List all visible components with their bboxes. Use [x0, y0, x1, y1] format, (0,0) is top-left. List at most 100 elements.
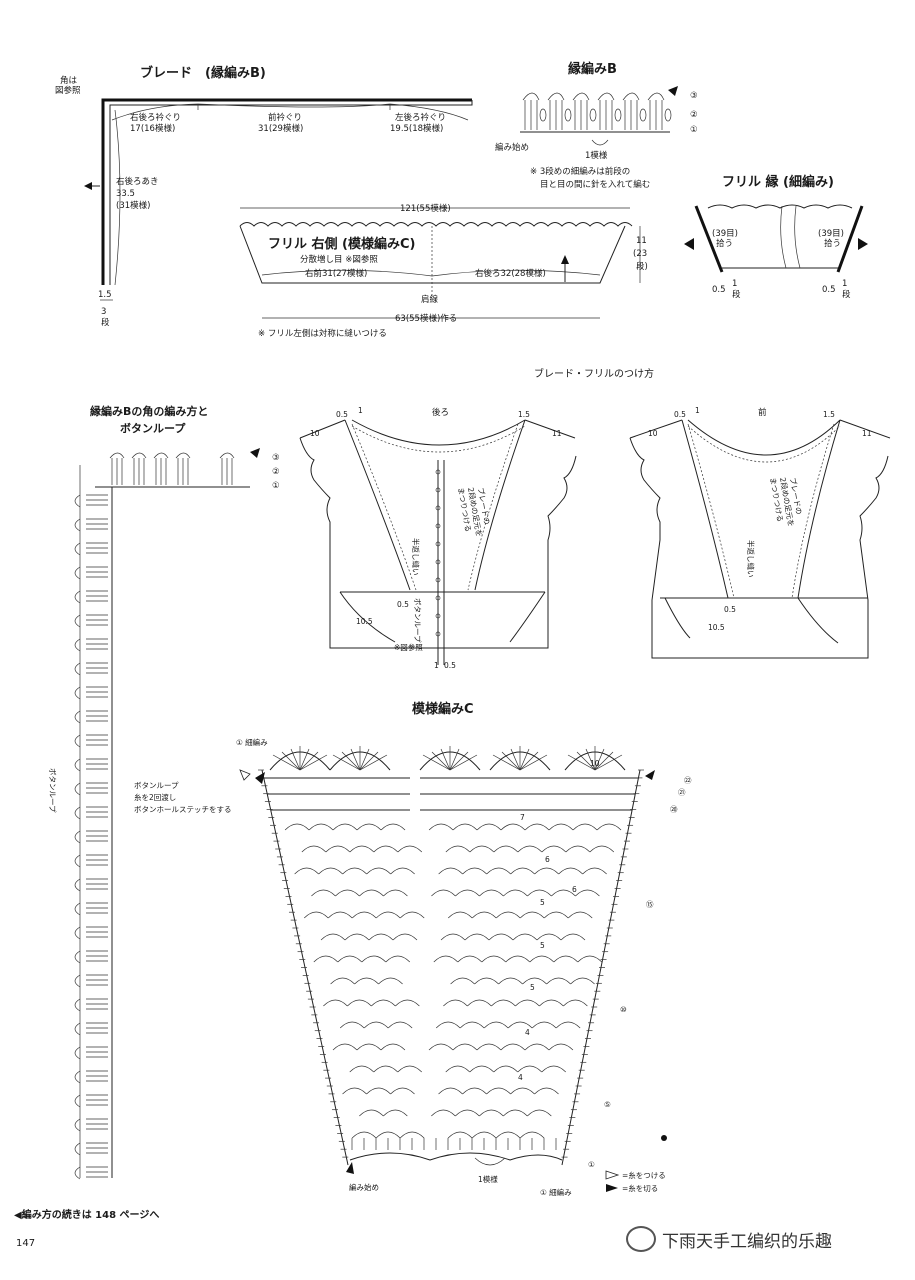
fan-stitch [281, 751, 301, 771]
cut-yarn-icon [645, 770, 655, 780]
chain-arch [383, 889, 408, 897]
button-loop [435, 559, 441, 565]
chain-arch [570, 977, 595, 985]
corner-row1: ① [272, 481, 280, 491]
button-loop [74, 830, 81, 844]
chain-loop [539, 108, 547, 122]
arrow-head-icon [84, 182, 92, 190]
fan-stitch [299, 748, 310, 771]
chain-arch [363, 1021, 389, 1029]
fan-stitch [519, 751, 539, 771]
button-loop [74, 926, 81, 940]
chain-arch [390, 1087, 415, 1095]
corner-note-3: ボタンホールステッチをする [134, 805, 232, 814]
back-n105: 10.5 [356, 617, 373, 626]
button-loop [435, 505, 441, 511]
braid-rows: 3 [101, 307, 106, 317]
picot [109, 452, 125, 459]
chain-arch [560, 933, 586, 941]
chain-arch [284, 823, 310, 831]
edging-b-row3: ③ [690, 91, 698, 101]
braid-title: ブレード (縁編みB) [140, 65, 266, 81]
front-n105: 10.5 [708, 623, 725, 632]
chain-arch [486, 867, 511, 875]
chain-arch [356, 823, 382, 831]
back-armhole-stitch [351, 423, 519, 591]
watermark: 下雨天手工编织的乐趣 [626, 1226, 832, 1252]
button-loop [435, 613, 441, 619]
chain-arch [390, 867, 415, 875]
chain-arch [308, 823, 334, 831]
chain-arch [335, 889, 360, 897]
chain-arch [347, 999, 372, 1007]
frill-edge-w-left: 0.5 [712, 285, 726, 295]
chain-arch [301, 845, 327, 853]
legend-cut: =糸を切る [622, 1183, 658, 1193]
count-15: ⑮ [646, 900, 654, 909]
frill-inner-arc [261, 269, 601, 277]
frill-width-label: 121(55模様) [400, 203, 451, 214]
fan-stitch [299, 751, 319, 771]
chain-arch [495, 1131, 521, 1139]
chain-arch [517, 845, 543, 853]
chain-arch [320, 933, 346, 941]
front-n05: 0.5 [674, 410, 686, 419]
picot [522, 92, 540, 101]
braid-rows-unit: 段 [101, 317, 110, 328]
fan-stitch [594, 751, 614, 771]
chain-arch [323, 999, 348, 1007]
front-n1: 1 [695, 406, 700, 415]
button-loop [435, 595, 441, 601]
chain-arch [510, 867, 535, 875]
fan-stitch [350, 748, 361, 771]
marker-dot [661, 1135, 667, 1141]
chain-arch [445, 845, 471, 853]
chain-arch [332, 823, 358, 831]
chain-arch [368, 933, 394, 941]
repeat-bracket [474, 1157, 506, 1166]
back-bottom-1: 1 [434, 661, 439, 670]
braid-seg1-label: 右後ろ衿ぐり [130, 112, 181, 123]
chain-arch [452, 1043, 478, 1051]
continued-link[interactable]: ◀編み方の続きは 148 ページへ [14, 1210, 160, 1221]
front-garment-diagram: 前 0.5 1 10 1.5 11 ブレードの 2段めの足元を まつりつける 半… [629, 406, 891, 659]
chain-arch [373, 845, 399, 853]
corner-side-stitches [74, 465, 113, 1180]
edging-b-note-1: ※ 3段めの細編みは前段の [530, 166, 630, 177]
chain-arch [452, 823, 478, 831]
chain-arch [541, 845, 567, 853]
edging-b-stitch-chart [520, 92, 672, 133]
chain-arch [354, 977, 379, 985]
frill-edge-center [780, 205, 787, 269]
back-label: 後ろ [432, 407, 449, 418]
row-5c: 5 [530, 983, 535, 992]
frill-edge-r-right: 1 [842, 279, 847, 289]
button-loop [74, 782, 81, 796]
corner-title-1: 縁編みBの角の編み方と [90, 404, 208, 418]
fan-stitch [449, 754, 478, 771]
front-frill-hem [664, 597, 839, 644]
chain-arch [380, 823, 406, 831]
count-10: ⑩ [620, 1005, 627, 1014]
chain-arch [383, 1109, 408, 1117]
braid-left-count: (31模様) [116, 200, 150, 211]
edging-b-start: 編み始め [495, 142, 529, 153]
chain-loop [639, 108, 647, 122]
chain-loop [664, 108, 672, 122]
chain-arch [330, 977, 355, 985]
frill-right-sub: 分散増し目 ※図参照 [300, 254, 378, 265]
frill-top-wave [239, 222, 633, 227]
frill-edge-u-left: 段 [732, 289, 741, 300]
chain-arch [536, 933, 562, 941]
button-loop [74, 518, 81, 532]
chain-arch [366, 1087, 391, 1095]
chain-arch [462, 1087, 487, 1095]
frill-edge-right-band [836, 205, 864, 273]
edging-b-repeat: 1模様 [585, 150, 608, 161]
frill-edge-diagram: フリル 縁 (細編み) (39目) 拾う (39目) 拾う 0.5 1 段 0.… [684, 174, 868, 300]
cut-yarn-icon [255, 772, 265, 784]
front-n11: 11 [862, 429, 872, 438]
chain-arch [495, 911, 521, 919]
button-loop [74, 1046, 81, 1060]
button-loop [435, 631, 441, 637]
